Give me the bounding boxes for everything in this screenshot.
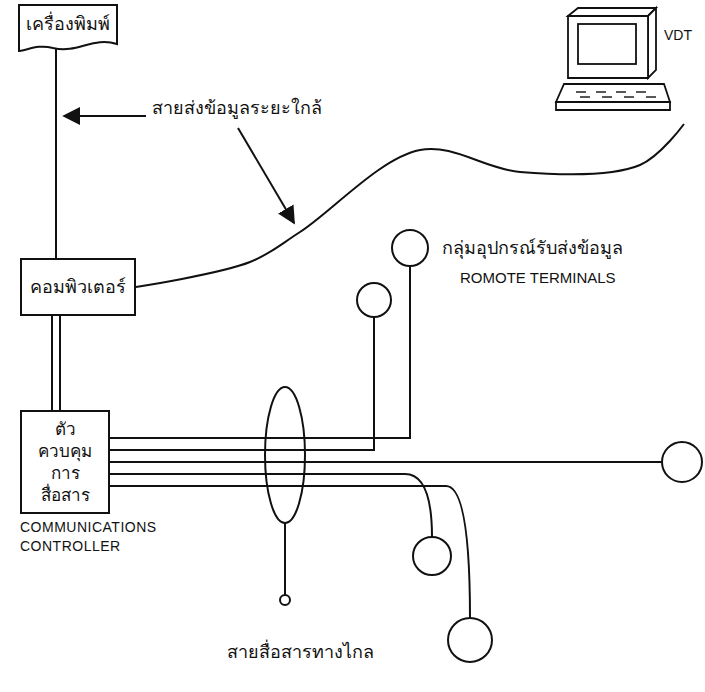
remote-terminal <box>392 230 428 266</box>
data-line <box>52 316 60 410</box>
line-stroke <box>59 316 61 410</box>
terminal-line <box>110 461 662 463</box>
terminal-line <box>110 317 374 450</box>
terminal-line <box>110 266 410 438</box>
node-text: เครื่องพิมพ์ <box>26 12 110 35</box>
remote-terminal <box>357 283 391 317</box>
line-label: สายส่งข้อมูลระยะใกล้ <box>150 96 324 119</box>
line-stroke <box>55 49 57 258</box>
computer-box: คอมพิวเตอร์ <box>20 258 136 316</box>
line-end <box>280 595 290 605</box>
printer-box: เครื่องพิมพ์ <box>18 4 118 54</box>
remote-terminal <box>662 442 702 482</box>
line-label: สายสื่อสารทางไกล <box>225 640 376 663</box>
group-label-en: ROMOTE TERMINALS <box>458 268 618 288</box>
node-text: ตัวควบคุมการสื่อสาร <box>30 418 100 506</box>
cable-bundle <box>265 387 305 523</box>
node-caption: COMMUNICATIONS CONTROLLER <box>20 518 200 554</box>
leader-arrow <box>238 128 294 223</box>
terminal-line <box>110 486 470 618</box>
node-text: VDT <box>664 26 692 44</box>
remote-terminal <box>413 537 451 575</box>
remote-terminal <box>448 618 492 662</box>
data-line <box>56 49 57 258</box>
data-line <box>136 124 684 287</box>
line-stroke <box>51 316 53 410</box>
terminal-icon <box>556 6 701 124</box>
group-label: กลุ่มอุปกรณ์รับส่งข้อมูล <box>440 236 625 259</box>
leader-arrow <box>64 115 146 117</box>
controller-box: ตัวควบคุมการสื่อสารCOMMUNICATIONS CONTRO… <box>20 410 110 514</box>
line-stroke <box>136 124 684 287</box>
vdt-terminal: VDT <box>556 6 701 124</box>
long-distance-line <box>284 523 286 595</box>
node-text: คอมพิวเตอร์ <box>30 275 126 298</box>
